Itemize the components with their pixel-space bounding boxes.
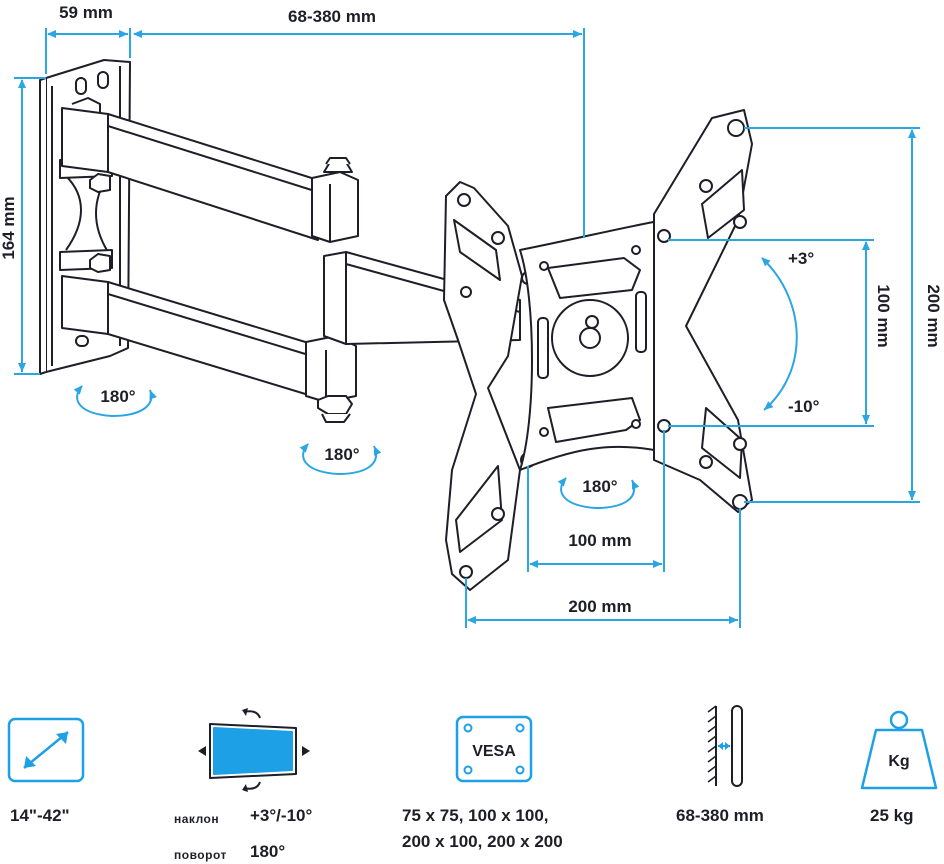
arm-swivel-label: 180° [324, 445, 359, 464]
center-plate [519, 219, 665, 471]
vesa-line-1: 75 x 75, 100 x 100, [402, 806, 549, 825]
weight-icon-text: Kg [888, 753, 909, 770]
vesa-right-arm [653, 109, 753, 513]
upper-arm [61, 97, 359, 243]
dim-arm-extension: 68-380 mm [288, 7, 376, 26]
rotation-arcs [73, 385, 640, 510]
diagonal-arrow-icon [7, 717, 85, 783]
dim-vesa-large-w: 200 mm [568, 597, 631, 616]
dimension-lines [14, 28, 920, 628]
swivel-label: поворот [174, 848, 227, 862]
tilt-value: +3°/-10° [250, 806, 313, 825]
load-value: 25 kg [870, 806, 914, 825]
vesa-left-arm [443, 181, 536, 591]
vesa-plate-icon: VESA [455, 715, 533, 783]
dim-depth-wall: 59 mm [59, 3, 113, 22]
dim-vesa-small-h: 100 mm [874, 284, 893, 347]
plate-rotate-label: 180° [582, 477, 617, 496]
lower-arm [61, 173, 357, 423]
screen-size-value: 14"-42" [10, 806, 70, 825]
wall-swivel-label: 180° [100, 387, 135, 406]
swivel-value: 180° [250, 842, 286, 861]
tilt-swivel-screen-icon [198, 708, 310, 792]
bracket-diagram: 59 mm 68-380 mm 164 mm 200 mm 100 mm 100… [0, 3, 943, 628]
tilt-arc [761, 257, 798, 411]
tilt-up-label: +3° [788, 249, 814, 268]
vesa-icon-text: VESA [472, 743, 516, 760]
vesa-line-2: 200 x 100, 200 x 200 [402, 832, 563, 851]
tilt-down-label: -10° [788, 397, 820, 416]
weight-icon: Kg [860, 710, 938, 790]
wall-distance-icon [707, 705, 743, 787]
wall-distance-value: 68-380 mm [676, 806, 764, 825]
dim-height-wall: 164 mm [0, 196, 18, 259]
tilt-label: наклон [174, 812, 220, 826]
dim-vesa-small-w: 100 mm [568, 531, 631, 550]
dim-vesa-large-h: 200 mm [924, 284, 943, 347]
